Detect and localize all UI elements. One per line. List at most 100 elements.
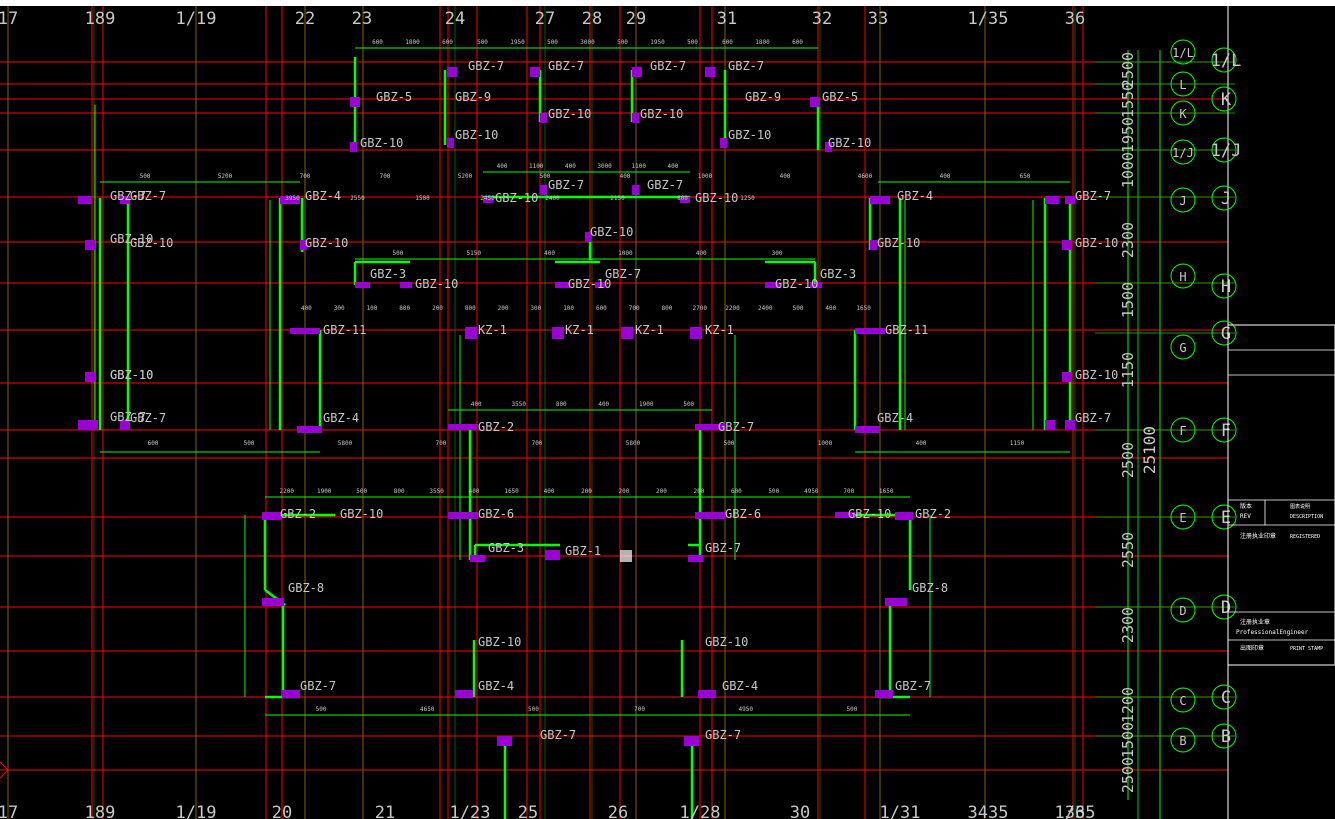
- axis-bubble-outer: [1211, 137, 1237, 163]
- wall-column: [497, 736, 512, 746]
- member-label: KZ-1: [565, 323, 594, 337]
- wall-column: [621, 327, 633, 339]
- bottom-axis-label: 26: [608, 803, 628, 819]
- wall-column: [632, 113, 639, 123]
- dimension-text: 400: [667, 163, 678, 170]
- dimension-text: 1150: [1010, 440, 1025, 447]
- member-label: KZ-1: [635, 323, 664, 337]
- dimension-text: 800: [662, 305, 673, 312]
- dimension-text: 1900: [317, 488, 332, 495]
- dimension-text: 300: [334, 305, 345, 312]
- member-label: GBZ-7: [895, 679, 931, 693]
- axis-bubble-label-outer: D: [1221, 598, 1231, 618]
- wall-column: [465, 327, 477, 339]
- top-axis-label: 23: [352, 9, 372, 29]
- wall-column: [875, 690, 893, 698]
- wall-column: [470, 555, 485, 562]
- wall-column: [262, 598, 284, 606]
- wall-column: [1065, 420, 1075, 430]
- member-label: GBZ-3: [820, 267, 856, 281]
- top-axis-label: 1/35: [968, 9, 1009, 29]
- axis-bubble-outer: [1211, 417, 1237, 443]
- vertical-dimension: 1500: [1119, 722, 1137, 758]
- vertical-dimension: 2550: [1119, 532, 1137, 568]
- vertical-dimension: 25100: [1140, 426, 1159, 474]
- title-block-text: 图表说明: [1290, 503, 1310, 510]
- member-label: GBZ-9: [455, 90, 491, 104]
- dimension-text: 500: [540, 173, 551, 180]
- ucs-marker: [0, 761, 9, 771]
- dimension-text: 2550: [350, 195, 365, 202]
- wall-column: [120, 196, 130, 204]
- dimension-text: 1800: [755, 39, 770, 46]
- dimension-text: 650: [1020, 173, 1031, 180]
- wall-column: [455, 690, 473, 698]
- top-border-strip: [0, 0, 1335, 6]
- wall-column: [1065, 196, 1075, 204]
- dimension-text: 500: [793, 305, 804, 312]
- dimension-text: 500: [244, 440, 255, 447]
- axis-bubble-label: 1/L: [1172, 46, 1194, 60]
- axis-bubble-outer: [1211, 47, 1237, 73]
- top-axis-label: 1/19: [176, 9, 217, 29]
- wall-column: [78, 420, 98, 430]
- wall-column: [810, 282, 822, 288]
- axis-bubble: [1170, 100, 1196, 126]
- member-label: GBZ-4: [722, 679, 758, 693]
- dimension-text: 400: [598, 401, 609, 408]
- dimension-text: 500: [547, 39, 558, 46]
- axis-bubble-label: J: [1179, 194, 1186, 208]
- dimension-text: 3550: [429, 488, 444, 495]
- wall-column: [825, 142, 832, 152]
- dimension-text: 1000: [818, 440, 833, 447]
- member-label: GBZ-7: [130, 411, 166, 425]
- member-label: GBZ-5: [376, 90, 412, 104]
- wall-column: [85, 240, 95, 250]
- dimension-text: 2700: [692, 305, 707, 312]
- wall-column: [632, 185, 639, 195]
- dimension-text: 400: [544, 488, 555, 495]
- dimension-text: 4950: [804, 488, 819, 495]
- wall-column: [695, 512, 725, 519]
- dimension-text: 2400: [758, 305, 773, 312]
- dimension-text: 600: [596, 305, 607, 312]
- member-label: GBZ-10: [478, 635, 521, 649]
- axis-bubble-label-outer: J: [1221, 189, 1231, 209]
- member-label: GBZ-10: [1075, 368, 1118, 382]
- wall-column: [595, 282, 605, 288]
- bottom-axis-label: 1/28: [680, 803, 721, 819]
- member-label: GBZ-10: [848, 507, 891, 521]
- member-label: GBZ-10: [415, 277, 458, 291]
- axis-bubble: [1170, 187, 1196, 213]
- bottom-axis-label: 30: [790, 803, 810, 819]
- dimension-text: 800: [556, 401, 567, 408]
- title-block-text: REGISTERED: [1290, 534, 1320, 540]
- dimension-text: 2150: [610, 195, 625, 202]
- axis-bubble-label-outer: C: [1221, 688, 1231, 708]
- member-label: GBZ-7: [650, 59, 686, 73]
- axis-bubble-label: 1/J: [1172, 146, 1194, 160]
- dimension-text: 200: [656, 488, 667, 495]
- dimension-text: 400: [544, 250, 555, 257]
- dimension-text: 600: [442, 39, 453, 46]
- dimension-text: 500: [140, 173, 151, 180]
- dimension-text: 200: [693, 488, 704, 495]
- member-label: GBZ-7: [548, 178, 584, 192]
- wall-column: [698, 690, 716, 698]
- dimension-text: 5800: [626, 440, 641, 447]
- dimension-text: 400: [696, 250, 707, 257]
- axis-bubble-label-outer: B: [1221, 727, 1231, 747]
- dimension-text: 400: [780, 173, 791, 180]
- member-label: GBZ-6: [725, 507, 761, 521]
- wall-column: [282, 690, 300, 698]
- wall-column: [765, 282, 780, 288]
- member-label: GBZ-10: [340, 507, 383, 521]
- shear-walls: [98, 57, 1072, 819]
- member-label: GBZ-10: [568, 277, 611, 291]
- member-label: GBZ-10: [548, 107, 591, 121]
- axis-bubble-label: G: [1179, 341, 1186, 355]
- top-axis-label: 17: [0, 9, 18, 29]
- bottom-axis-label: 1/31: [880, 803, 921, 819]
